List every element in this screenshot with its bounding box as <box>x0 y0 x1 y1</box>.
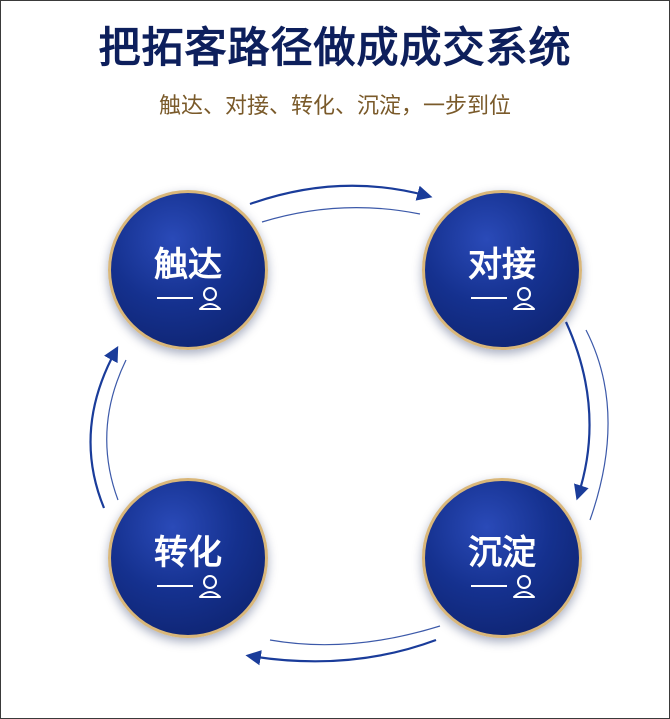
divider-line <box>471 585 507 587</box>
arrow-connect-to-settle-inner <box>585 329 609 521</box>
divider-line <box>157 297 193 299</box>
arrow-touch-to-connect-inner <box>261 207 421 223</box>
node-convert: 转化 <box>108 478 268 638</box>
node-label: 沉淀 <box>468 533 536 573</box>
arrow-convert-to-touch <box>89 345 119 509</box>
arrow-settle-to-convert-inner <box>269 625 441 646</box>
person-icon <box>513 287 535 310</box>
person-icon <box>513 575 535 598</box>
divider-line <box>471 297 507 299</box>
node-touch: 触达 <box>108 190 268 350</box>
page-title: 把拓客路径做成成交系统 <box>98 23 572 72</box>
arrow-settle-to-convert <box>245 638 437 666</box>
arrow-touch-to-connect <box>249 184 433 206</box>
divider-line <box>157 585 193 587</box>
arrow-connect-to-settle <box>564 321 591 501</box>
node-connect: 对接 <box>422 190 582 350</box>
node-label: 触达 <box>154 245 222 285</box>
node-label: 对接 <box>468 245 536 285</box>
person-icon <box>199 287 221 310</box>
page-subtitle: 触达、对接、转化、沉淀，一步到位 <box>158 94 511 119</box>
arrow-convert-to-touch-inner <box>106 359 127 501</box>
node-label: 转化 <box>154 533 222 573</box>
person-icon <box>199 575 221 598</box>
node-settle: 沉淀 <box>422 478 582 638</box>
